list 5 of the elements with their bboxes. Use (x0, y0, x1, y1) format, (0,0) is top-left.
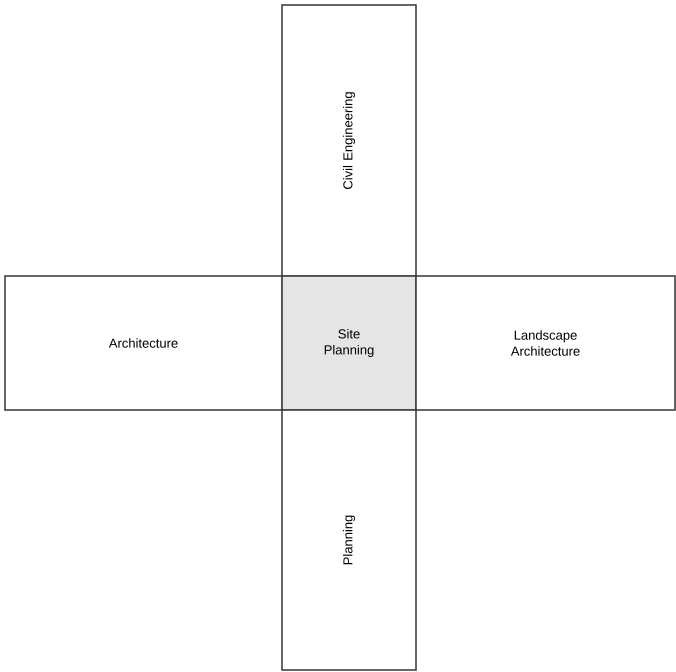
discipline-box: Landscape Architecture (415, 275, 676, 411)
discipline-box: Site Planning (281, 275, 417, 411)
discipline-box: Planning (281, 409, 417, 671)
discipline-box: Civil Engineering (281, 4, 417, 277)
discipline-box: Architecture (4, 275, 283, 411)
